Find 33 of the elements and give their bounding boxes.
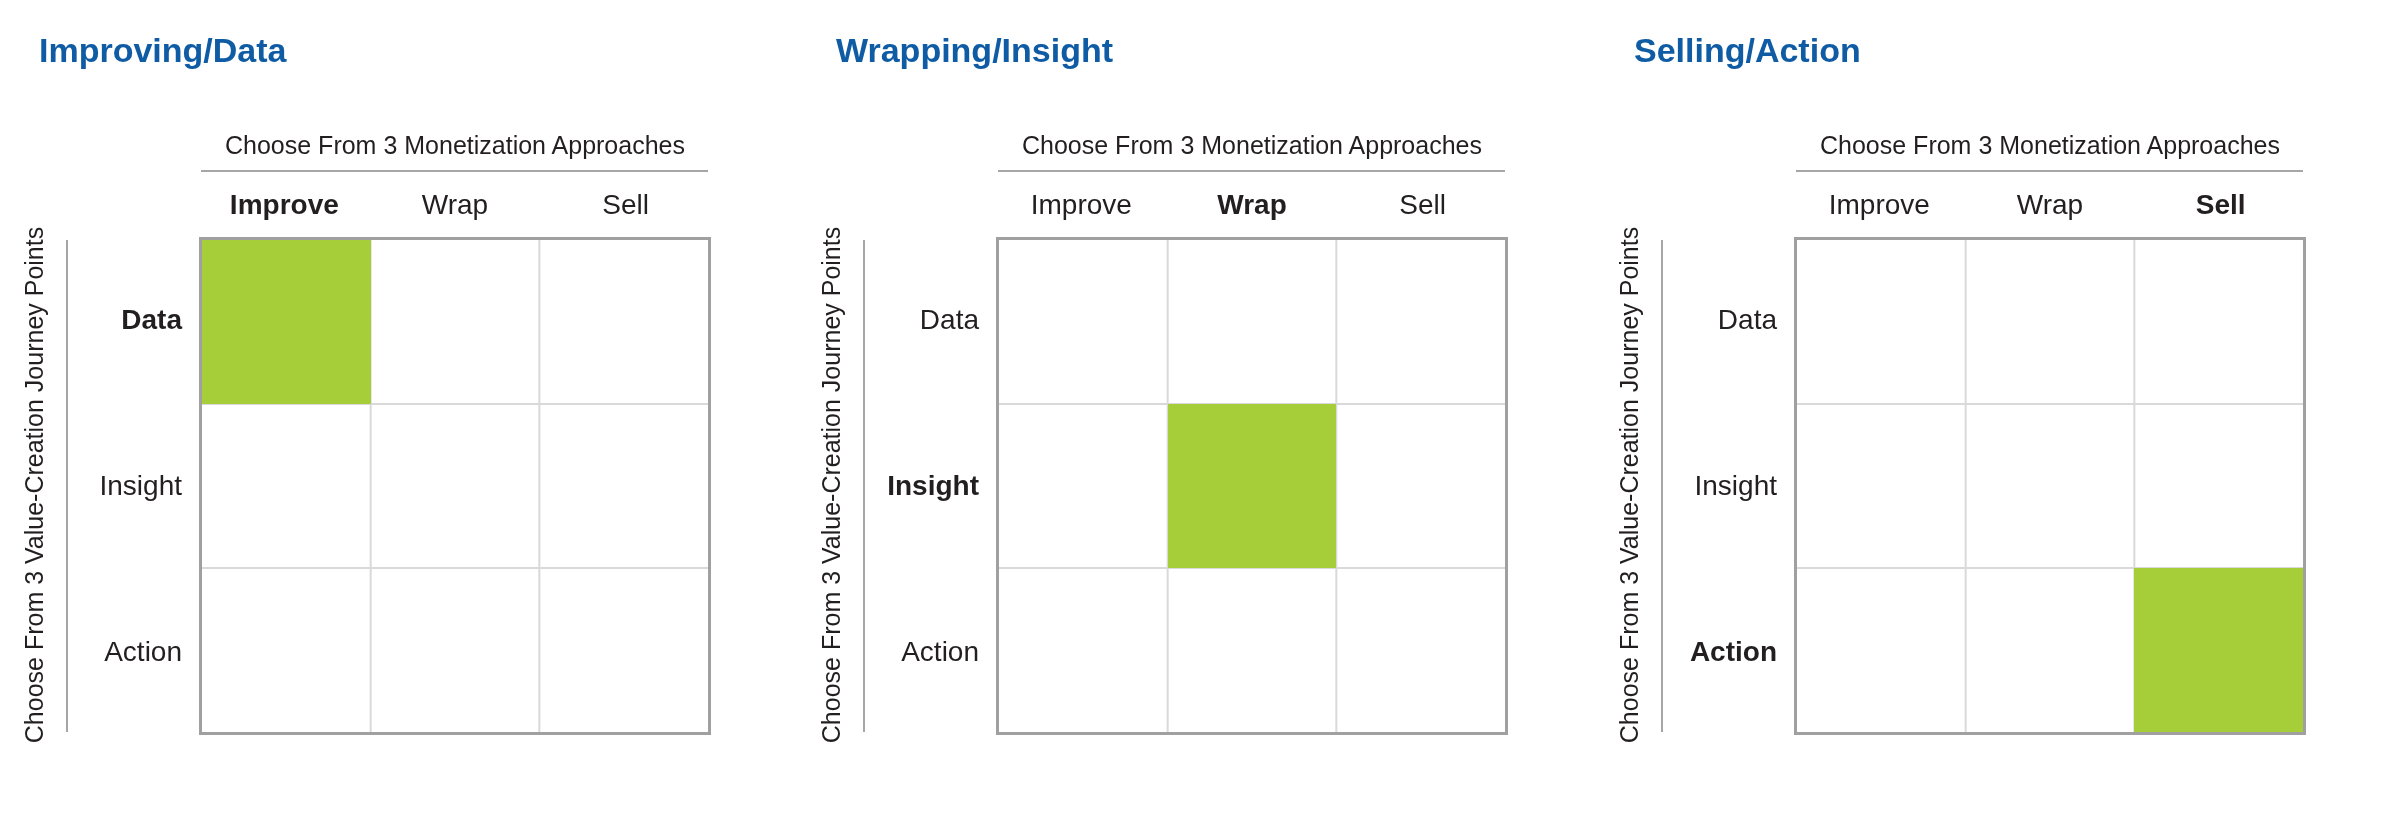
axis-title: Choose From 3 Monetization Approaches <box>1820 132 2280 158</box>
axis-title: Choose From 3 Monetization Approaches <box>1022 132 1482 158</box>
highlighted-cell <box>1167 404 1337 568</box>
column-label: Sell <box>2195 191 2246 219</box>
column-label: Sell <box>602 191 649 219</box>
column-label: Improve <box>1030 191 1132 219</box>
matrix-grid <box>199 237 711 735</box>
panel-title: Improving/Data <box>39 33 287 67</box>
panel-title: Selling/Action <box>1634 33 1861 67</box>
column-label: Improve <box>229 191 339 219</box>
row-label: Insight <box>99 472 182 500</box>
matrix-grid <box>1794 237 2306 735</box>
row-label: Action <box>104 638 182 666</box>
matrix-grid <box>996 237 1508 735</box>
row-label: Insight <box>887 472 979 500</box>
row-label: Data <box>1717 306 1777 334</box>
row-label: Action <box>1689 638 1777 666</box>
column-label: Wrap <box>421 191 489 219</box>
highlighted-cell <box>2134 568 2303 732</box>
column-label: Wrap <box>1217 191 1287 219</box>
row-label: Data <box>121 306 182 334</box>
column-label: Improve <box>1828 191 1930 219</box>
column-label: Sell <box>1399 191 1446 219</box>
panel-title: Wrapping/Insight <box>836 33 1113 67</box>
row-label: Insight <box>1694 472 1777 500</box>
row-label: Action <box>901 638 979 666</box>
row-label: Data <box>919 306 979 334</box>
column-label: Wrap <box>2016 191 2084 219</box>
axis-title: Choose From 3 Value-Creation Journey Points <box>818 226 844 744</box>
axis-title: Choose From 3 Monetization Approaches <box>225 132 685 158</box>
highlighted-cell <box>202 240 371 404</box>
axis-title: Choose From 3 Value-Creation Journey Points <box>1616 226 1642 744</box>
axis-title: Choose From 3 Value-Creation Journey Points <box>21 226 47 744</box>
